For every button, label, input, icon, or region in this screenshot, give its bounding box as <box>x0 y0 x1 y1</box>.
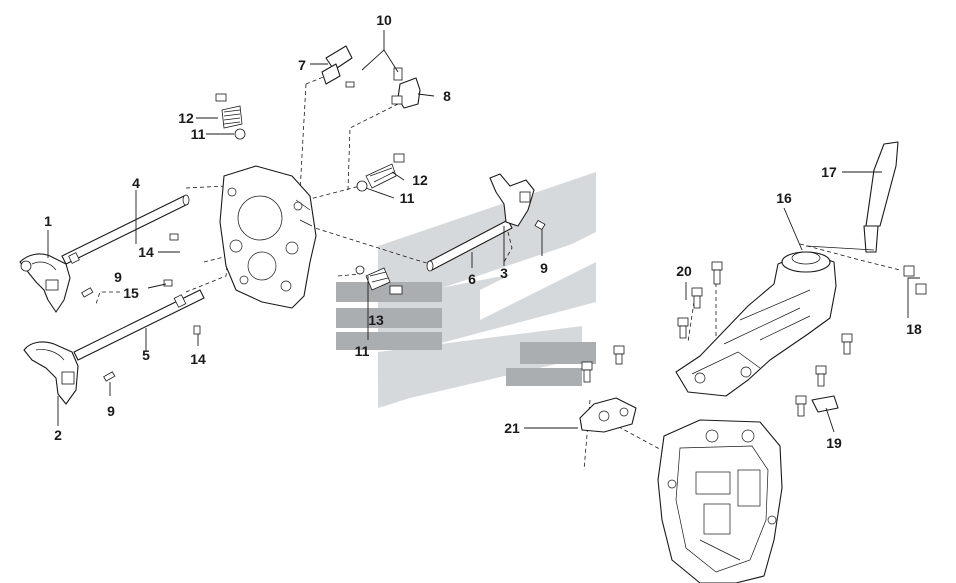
bolts-18 <box>903 265 927 295</box>
callout-11-lower: 11 <box>355 343 370 359</box>
shift-rod-5 <box>73 289 205 361</box>
interlock-7 <box>321 45 355 88</box>
watermark-logo <box>336 172 596 408</box>
pins-9-14-15 <box>81 233 201 382</box>
callout-12-right: 12 <box>412 172 428 188</box>
callout-11-right: 11 <box>400 190 415 206</box>
bolts-20 <box>677 261 853 417</box>
callout-9-right: 9 <box>540 260 548 276</box>
shift-lever-17 <box>805 141 899 253</box>
bracket-21 <box>579 345 637 433</box>
callout-2: 2 <box>54 427 62 443</box>
shift-rod-6 <box>426 219 513 272</box>
callout-3: 3 <box>500 265 508 281</box>
interlock-10 <box>393 67 403 81</box>
gearbox-housing <box>657 419 783 583</box>
callout-16: 16 <box>776 190 792 206</box>
callout-12-top: 12 <box>178 110 194 126</box>
callout-11-top: 11 <box>191 126 206 142</box>
callout-5: 5 <box>142 347 150 363</box>
shift-fork-2 <box>23 341 79 405</box>
bracket-8 <box>391 77 421 109</box>
callout-17: 17 <box>821 164 837 180</box>
callout-1: 1 <box>44 213 52 229</box>
callout-7: 7 <box>298 57 306 73</box>
callout-9-left: 9 <box>114 269 122 285</box>
shift-rod-4 <box>61 194 190 265</box>
callout-18: 18 <box>906 321 922 337</box>
callout-19: 19 <box>826 435 842 451</box>
shift-fork-1 <box>19 253 71 313</box>
detent-spring-12b <box>356 153 405 192</box>
spring-13 <box>355 265 403 295</box>
callout-9-lower: 9 <box>107 403 115 419</box>
housing-plate <box>219 165 317 309</box>
detent-spring-12a <box>215 93 246 140</box>
shift-fork-3 <box>489 173 546 231</box>
callout-10: 10 <box>376 12 392 28</box>
callout-8: 8 <box>443 88 451 104</box>
leader-lines <box>47 30 920 433</box>
callout-14-upper: 14 <box>138 244 154 260</box>
callout-13: 13 <box>368 312 384 328</box>
callout-21: 21 <box>504 420 520 436</box>
callout-labels: 1 2 3 4 5 6 7 8 9 9 9 10 11 11 11 12 12 … <box>44 12 922 451</box>
shift-tower-16 <box>675 251 837 397</box>
callout-20: 20 <box>676 263 692 279</box>
bracket-19 <box>811 395 839 413</box>
callout-15: 15 <box>123 285 139 301</box>
callout-14-lower: 14 <box>190 351 206 367</box>
callout-4: 4 <box>132 175 140 191</box>
callout-6: 6 <box>468 271 476 287</box>
